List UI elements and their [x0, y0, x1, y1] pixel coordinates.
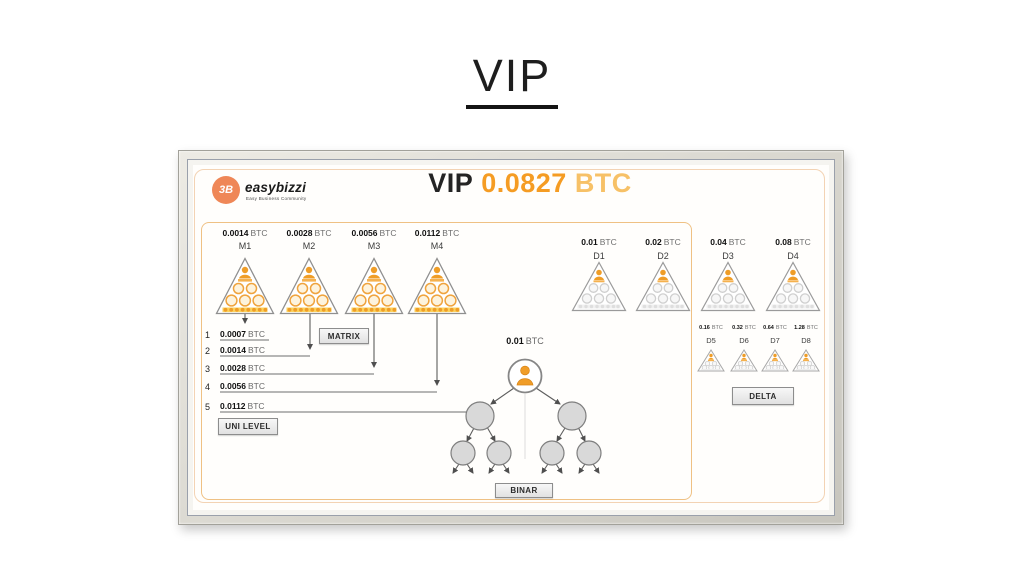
matrix-pyramid-m4-value: 0.0112	[414, 228, 441, 238]
delta-pyramid-d8-value: 1.28	[794, 325, 805, 331]
slide-outer-border	[194, 169, 825, 503]
page-title-text: VIP	[465, 50, 559, 109]
delta-pyramid-d6-name: D6	[739, 336, 749, 345]
delta-pyramid-d8-name: D8	[801, 336, 811, 345]
page-title: VIP	[0, 50, 1024, 109]
delta-pyramid-d3-name: D3	[722, 251, 734, 261]
delta-pyramid-d2-currency: BTC	[663, 237, 681, 247]
delta-pyramid-d2-name: D2	[657, 251, 669, 261]
delta-pyramid-d3-currency: BTC	[728, 237, 746, 247]
delta-pyramid-d5-name: D5	[706, 336, 716, 345]
delta-pyramid-d6-currency: BTC	[744, 325, 756, 331]
binar-value: 0.01	[506, 336, 524, 346]
binar-currency: BTC	[525, 336, 544, 346]
delta-pyramid-d5-value: 0.16	[699, 325, 710, 331]
delta-pyramid-d7-name: D7	[770, 336, 780, 345]
level-2-number: 2	[205, 346, 211, 356]
header-currency: BTC	[574, 168, 632, 198]
matrix-pyramid-m1-currency: BTC	[250, 228, 268, 238]
matrix-pyramid-m3-name: M3	[367, 241, 381, 251]
delta-button: DELTA	[732, 387, 794, 405]
level-4-value: 0.0056	[220, 381, 246, 391]
level-2-value: 0.0014	[220, 345, 246, 355]
matrix-pyramid-m2-name: M2	[302, 241, 316, 251]
delta-pyramid-d1-value: 0.01	[581, 237, 598, 247]
brand-tagline: Easy Business Community	[246, 196, 307, 201]
delta-pyramid-d5-currency: BTC	[711, 325, 723, 331]
matrix-pyramid-m2-currency: BTC	[314, 228, 332, 238]
delta-pyramid-d1-currency: BTC	[599, 237, 617, 247]
level-3-currency: BTC	[248, 363, 265, 373]
level-1-currency: BTC	[248, 329, 265, 339]
delta-pyramid-d4-currency: BTC	[793, 237, 811, 247]
level-5-number: 5	[205, 402, 211, 412]
delta-pyramid-d4-name: D4	[787, 251, 799, 261]
level-3-number: 3	[205, 364, 211, 374]
delta-pyramid-d7-currency: BTC	[775, 325, 787, 331]
matrix-pyramid-m4-currency: BTC	[442, 228, 460, 238]
slide: 3B easybizzi Easy Business Community VIP…	[193, 165, 829, 510]
matrix-pyramid-m3-currency: BTC	[379, 228, 397, 238]
level-1-value: 0.0007	[220, 329, 246, 339]
delta-pyramid-d1-name: D1	[593, 251, 605, 261]
delta-pyramid-d7-value: 0.64	[763, 325, 774, 331]
easybizzi-logo-icon: 3B	[212, 176, 240, 204]
delta-pyramid-d4-value: 0.08	[775, 237, 792, 247]
level-5-value: 0.0112	[220, 401, 246, 411]
matrix-pyramid-m3-value: 0.0056	[351, 228, 378, 238]
level-5-currency: BTC	[247, 401, 265, 411]
level-4-number: 4	[205, 382, 211, 392]
level-2-currency: BTC	[248, 345, 265, 355]
level-1-number: 1	[205, 330, 211, 340]
delta-pyramid-d3-value: 0.04	[710, 237, 727, 247]
delta-pyramid-d2-value: 0.02	[645, 237, 662, 247]
level-3-value: 0.0028	[220, 363, 246, 373]
uni-level-button: UNI LEVEL	[218, 418, 278, 435]
header-value: 0.0827	[481, 168, 567, 198]
level-4-currency: BTC	[248, 381, 265, 391]
matrix-pyramid-m2-value: 0.0028	[286, 228, 313, 238]
matrix-binar-panel	[201, 222, 692, 500]
delta-pyramid-d6-value: 0.32	[732, 325, 743, 331]
matrix-pyramid-m1-value: 0.0014	[222, 228, 249, 238]
matrix-button: MATRIX	[319, 328, 369, 344]
matrix-pyramid-m1-name: M1	[238, 241, 252, 251]
picture-frame-mat: 3B easybizzi Easy Business Community VIP…	[187, 159, 835, 516]
header-label: VIP	[428, 168, 474, 198]
binar-button: BINAR	[495, 483, 553, 498]
picture-frame: 3B easybizzi Easy Business Community VIP…	[178, 150, 844, 525]
delta-pyramid-d8-currency: BTC	[806, 325, 818, 331]
matrix-pyramid-m4-name: M4	[430, 241, 444, 251]
brand-name: easybizzi	[245, 180, 307, 195]
